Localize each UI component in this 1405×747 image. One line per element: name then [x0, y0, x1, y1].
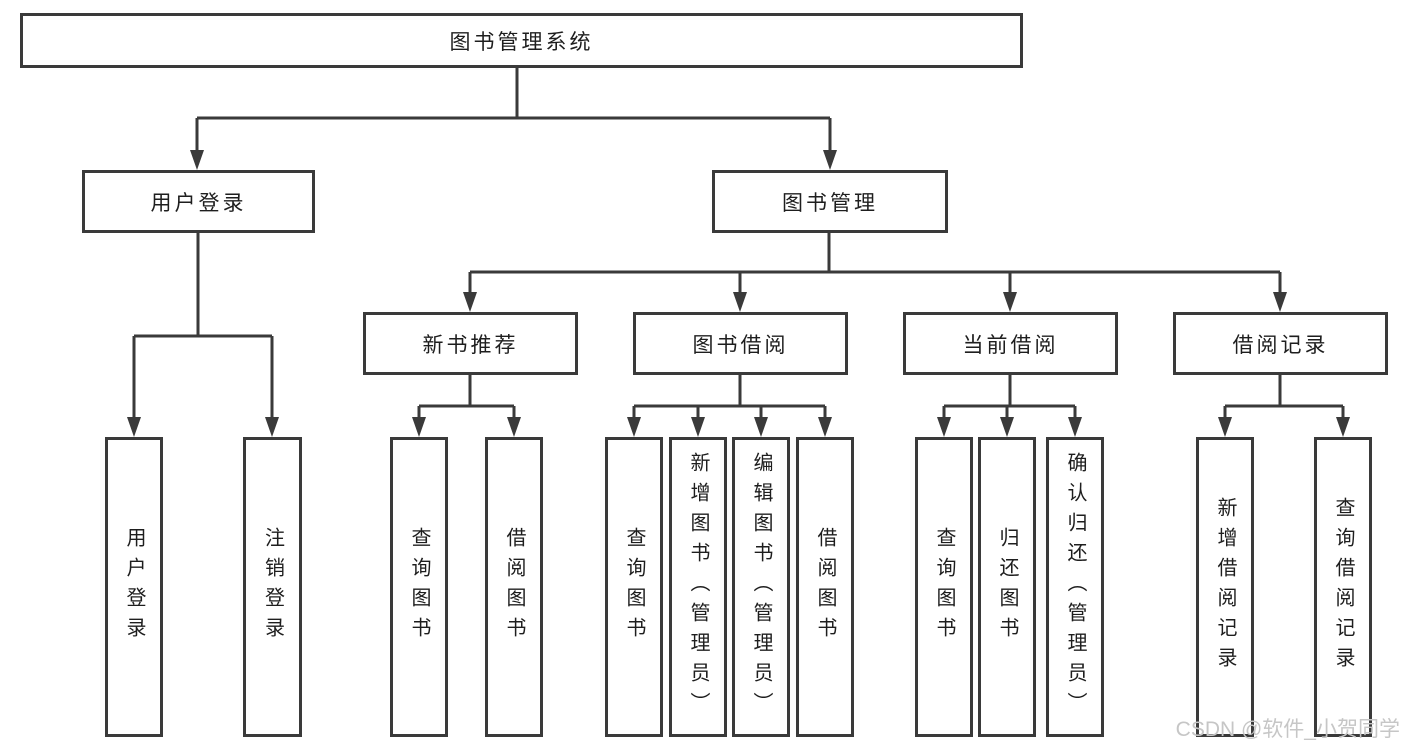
leaf-query-book: 查询图书 [390, 437, 448, 737]
leaf-label: 新增图书（管理员） [687, 452, 709, 722]
leaf-label: 查询图书 [623, 527, 645, 647]
leaf-confirm-return-admin: 确认归还（管理员） [1046, 437, 1104, 737]
leaf-query-book: 查询图书 [605, 437, 663, 737]
node-label: 借阅记录 [1232, 333, 1329, 357]
node-new-book-recommend: 新书推荐 [363, 312, 578, 375]
leaf-label: 借阅图书 [503, 527, 525, 647]
leaf-label: 查询借阅记录 [1332, 497, 1354, 677]
node-book-management: 图书管理 [712, 170, 948, 233]
node-label: 当前借阅 [962, 333, 1059, 357]
leaf-borrow-book: 借阅图书 [796, 437, 854, 737]
leaf-logout: 注销登录 [243, 437, 302, 737]
leaf-label: 编辑图书（管理员） [750, 452, 772, 722]
node-label: 用户登录 [150, 191, 247, 215]
node-user-login: 用户登录 [82, 170, 315, 233]
leaf-label: 借阅图书 [814, 527, 836, 647]
leaf-user-login: 用户登录 [105, 437, 163, 737]
leaf-borrow-book: 借阅图书 [485, 437, 543, 737]
leaf-label: 注销登录 [261, 527, 284, 647]
leaf-label: 归还图书 [996, 527, 1018, 647]
leaf-add-book-admin: 新增图书（管理员） [669, 437, 727, 737]
node-label: 图书借阅 [692, 333, 789, 357]
leaf-label: 确认归还（管理员） [1064, 452, 1086, 722]
leaf-return-book: 归还图书 [978, 437, 1036, 737]
csdn-watermark: CSDN @软件_小贺同学 [1175, 718, 1400, 741]
leaf-label: 新增借阅记录 [1214, 497, 1236, 677]
leaf-query-borrow-record: 查询借阅记录 [1314, 437, 1372, 737]
node-label: 新书推荐 [422, 333, 519, 357]
node-book-borrow: 图书借阅 [633, 312, 848, 375]
leaf-label: 查询图书 [408, 527, 430, 647]
node-label: 图书管理系统 [449, 30, 594, 54]
node-root: 图书管理系统 [20, 13, 1023, 68]
node-borrow-records: 借阅记录 [1173, 312, 1388, 375]
node-label: 图书管理 [782, 191, 878, 215]
leaf-label: 用户登录 [123, 527, 145, 647]
leaf-add-borrow-record: 新增借阅记录 [1196, 437, 1254, 737]
leaf-label: 查询图书 [933, 527, 955, 647]
leaf-edit-book-admin: 编辑图书（管理员） [732, 437, 790, 737]
leaf-query-book: 查询图书 [915, 437, 973, 737]
arrowheads [127, 150, 1350, 437]
node-current-borrow: 当前借阅 [903, 312, 1118, 375]
